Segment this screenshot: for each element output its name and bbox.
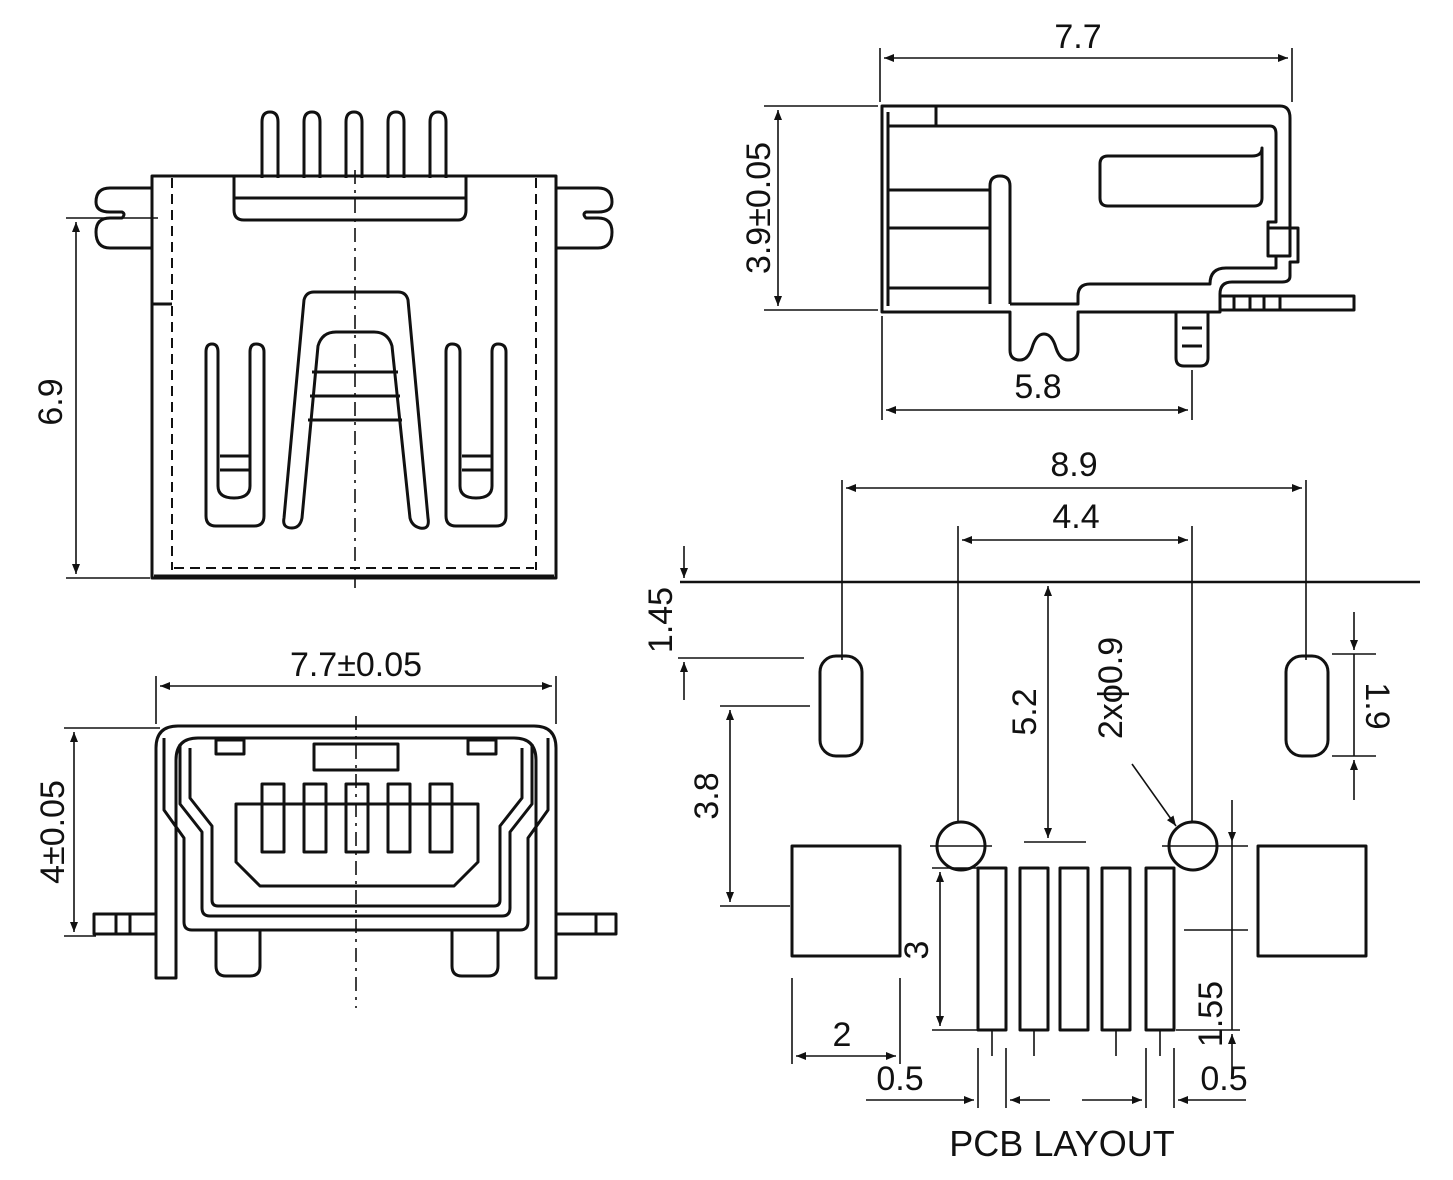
dim-pcb-hole: 2xϕ0.9	[1092, 637, 1130, 739]
front-right-latch	[444, 342, 508, 528]
dim-pcb-inner: 4.4	[1052, 498, 1099, 536]
end-plug-cavity	[234, 802, 480, 888]
dim-pcb-52: 5.2	[1006, 688, 1044, 735]
dim-side-height: 3.9±0.05	[740, 142, 778, 274]
pcb-slot-left	[818, 654, 864, 758]
pcb-layout-caption: PCB LAYOUT	[949, 1123, 1174, 1164]
dim-end-width: 7.7±0.05	[290, 646, 422, 684]
dim-pcb-145: 1.45	[642, 587, 680, 653]
front-body-outline	[150, 174, 558, 580]
side-body-outline	[880, 104, 1300, 362]
dim-side-width: 7.7	[1054, 18, 1101, 56]
dim-side-bottom: 5.8	[1014, 368, 1061, 406]
front-left-latch	[204, 342, 266, 528]
front-left-ear	[94, 186, 152, 250]
dim-front-height: 6.9	[32, 378, 70, 425]
top-pins	[260, 110, 448, 178]
dim-pcb-155: 1.55	[1192, 981, 1230, 1047]
pcb-signal-pads	[976, 866, 1176, 1032]
front-view: 6.9	[32, 110, 614, 588]
side-view: 7.7 3.9±0.05 5.8	[740, 18, 1356, 420]
front-top-bar	[232, 176, 468, 222]
front-center-spring	[282, 290, 430, 530]
front-right-ear	[556, 186, 614, 250]
pcb-pad-left	[790, 844, 902, 958]
dim-pcb-2: 2	[833, 1016, 852, 1054]
end-view: 7.7±0.05 4±0.05	[34, 646, 618, 1008]
dim-pcb-38: 3.8	[688, 772, 726, 819]
dim-pcb-outer: 8.9	[1050, 446, 1097, 484]
dim-pcb-05-right: 0.5	[1200, 1060, 1247, 1098]
pcb-slot-right	[1284, 654, 1330, 758]
dim-pcb-05-left: 0.5	[876, 1060, 923, 1098]
dim-end-height: 4±0.05	[34, 780, 72, 884]
end-contacts	[236, 782, 478, 854]
dim-pcb-19: 1.9	[1358, 682, 1396, 729]
pcb-layout: 8.9 4.4 1.45 3.8 5.2 2xϕ0.9 1.9	[642, 446, 1420, 1164]
pcb-pad-right	[1256, 844, 1368, 958]
end-shell-outline	[154, 724, 558, 980]
dim-pcb-3: 3	[898, 941, 936, 960]
